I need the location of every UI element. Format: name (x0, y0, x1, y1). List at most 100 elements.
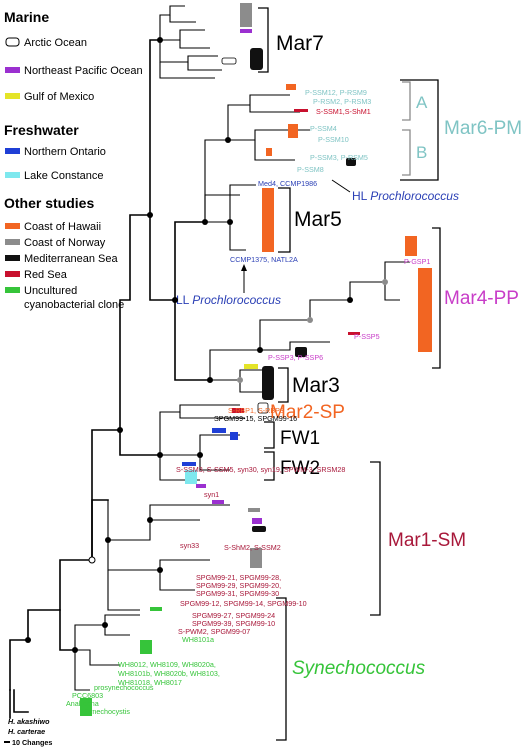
subtree-mar2-fw (159, 402, 269, 484)
tip-pssm10: P-SSM10 (318, 135, 349, 144)
clade-label-fw2: FW2 (280, 458, 320, 479)
clade-label-b: B (416, 143, 427, 162)
bracket-mar7 (258, 7, 269, 73)
legend-label-clone-2: cyanobacterial clone (24, 299, 124, 311)
legend-label-pacific: Northeast Pacific Ocean (24, 65, 143, 77)
tip-pssm12: P-SSM12, P-RSM9 (305, 88, 367, 97)
node-dots (25, 37, 388, 653)
tip-pgsp1: P-GSP1 (404, 257, 430, 266)
clade-labels: Mar7 A Mar6-PM B Mar5 Mar4-PP Mar3 Mar2-… (270, 32, 522, 679)
clade-label-mar7: Mar7 (276, 32, 324, 55)
tip-syn33: syn33 (180, 541, 199, 550)
tip-wh8101a: WH8101a (182, 635, 214, 644)
tip-pssm4: P-SSM4 (310, 124, 337, 133)
mar7-black-bar (250, 48, 263, 70)
tip-sssm1: S-SSM1,S-ShM1 (316, 107, 371, 116)
subtree-mar5 (205, 184, 274, 252)
legend-label-constance: Lake Constance (24, 170, 104, 182)
bracket-mar6 (400, 79, 439, 181)
mar6-black-bar (346, 158, 356, 166)
legend-label-med: Mediterranean Sea (24, 253, 118, 265)
mar6-orange-bar-1 (286, 84, 296, 90)
mar7-pacific-bar (240, 29, 252, 33)
clade-label-fw1: FW1 (280, 428, 320, 449)
tip-pssm3: P-SSM3, P-RSM5 (310, 153, 368, 162)
tip-labels: P-SSM12, P-RSM9 P-RSM2, P-RSM3 S-SSM1,S-… (4, 88, 430, 747)
tip-pssm8: P-SSM8 (297, 165, 324, 174)
tip-spwm2: S-PWM2, SPGM99-07 (178, 627, 250, 636)
tip-syn1: syn1 (204, 490, 219, 499)
legend-label-norway: Coast of Norway (24, 237, 106, 249)
mar2-red-bar (232, 408, 244, 413)
mar1-gray-bar (248, 508, 260, 512)
legend: Marine Arctic Ocean Northeast Pacific Oc… (4, 9, 143, 311)
mar1-purple-bar-2 (212, 500, 224, 504)
legend-label-redsea: Red Sea (24, 269, 68, 281)
tip-spgm27: SPGM99-27, SPGM99-24 (192, 611, 275, 620)
tip-spgm39: SPGM99-39, SPGM99-10 (192, 619, 275, 628)
mar6-red-bar-1 (294, 109, 308, 112)
bracket-mar4 (432, 227, 441, 369)
legend-label-arctic: Arctic Ocean (24, 37, 87, 49)
bracket-a (402, 81, 411, 121)
mar7-norway-bar (240, 3, 252, 27)
legend-swatch-pacific (5, 67, 20, 73)
legend-swatch-med (5, 255, 20, 261)
clade-label-mar5: Mar5 (294, 208, 342, 231)
tip-hakashiwo: H. akashiwo (8, 717, 50, 726)
fw2-blue-bar (182, 462, 196, 466)
mar1-black-bar (252, 526, 266, 532)
mar1-gray-bar-2 (250, 548, 262, 568)
legend-heading-other: Other studies (4, 195, 94, 211)
legend-swatch-hawaii (5, 223, 20, 229)
legend-swatch-constance (5, 172, 20, 178)
clade-label-mar4: Mar4-PP (444, 288, 519, 309)
bracket-mar3 (278, 367, 289, 403)
tip-anabaena: Anabaena (66, 699, 99, 708)
legend-swatch-redsea (5, 271, 20, 277)
mar7-white-bar (221, 57, 237, 65)
mar4-orange-bar-2 (418, 268, 432, 352)
syn-green-bar-1 (140, 640, 152, 654)
subtree-mar6 (204, 84, 356, 222)
subtree-mar3 (210, 364, 274, 400)
mar1-purple-bar-3 (252, 518, 262, 524)
tip-wh8101b: WH8101b, WH8020b, WH8103, (118, 669, 220, 678)
legend-swatch-clone (5, 287, 20, 293)
tip-scale: 10 Changes (12, 738, 52, 747)
tip-wh8018: WH81018, WH8017 (118, 678, 182, 687)
bracket-fw1 (264, 421, 275, 449)
tip-spgm21: SPGM99-21, SPGM99-28, (196, 573, 281, 582)
tip-sssm3: S-SSM3, S-SSM5, syn30, syn19, SPWM-3, SR… (176, 465, 345, 474)
legend-heading-marine: Marine (4, 9, 49, 25)
clade-brackets (258, 7, 441, 741)
mar5-orange-bar (262, 188, 274, 252)
tip-pcc6803: PCC6803 (72, 691, 103, 700)
tip-spgm29: SPGM99-29, SPGM99-20, (196, 581, 281, 590)
tip-med4: Med4, CCMP1986 (258, 179, 317, 188)
bracket-mar5 (278, 187, 291, 253)
mar1-purple-bar-1 (196, 484, 206, 488)
tree-backbone (9, 39, 211, 719)
bracket-mar1 (370, 461, 381, 616)
tip-synechocystis: Synechocystis (84, 707, 130, 716)
mar3-black-bar (262, 366, 274, 400)
clade-label-mar2: Mar2-SP (270, 402, 345, 423)
bracket-syn (276, 597, 287, 741)
mar3-yellow-bar (244, 364, 258, 369)
legend-swatch-ontario (5, 148, 20, 154)
tip-pssp3: P-SSP3, P-SSP6 (268, 353, 323, 362)
hl-label: HL Prochlorococcus (352, 189, 459, 203)
subtree-mar4 (209, 236, 432, 380)
bracket-fw2 (264, 451, 275, 481)
prochlorococcus-annotations: HL Prochlorococcus LL Prochlorococcus (176, 179, 459, 307)
fw1-blue-bar-1 (212, 428, 226, 433)
mar4-red-bar (348, 332, 360, 335)
legend-label-ontario: Northern Ontario (24, 146, 106, 158)
clade-label-mar3: Mar3 (292, 374, 340, 397)
tip-psyn: prosynechococcus (94, 683, 154, 692)
clade-label-a: A (416, 93, 428, 112)
clade-label-mar6: Mar6-PM (444, 118, 522, 139)
mar2-white-bar (257, 402, 269, 414)
